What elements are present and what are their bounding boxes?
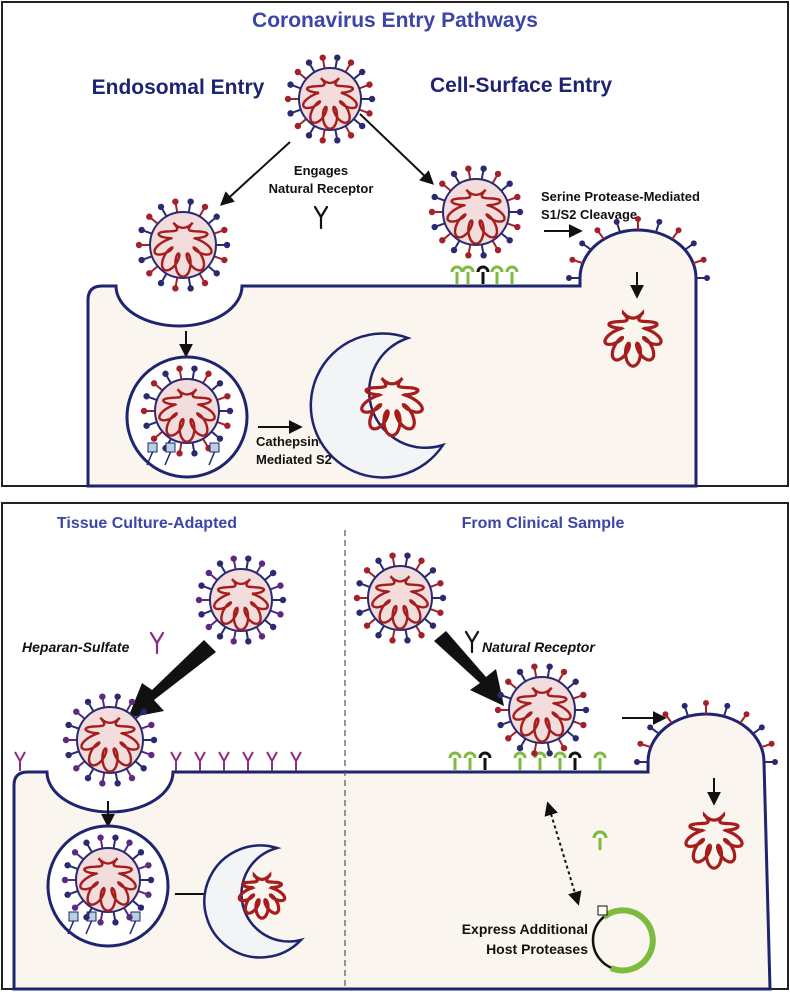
virus-icon <box>62 693 158 787</box>
fused-spike-row <box>566 216 710 281</box>
vesicle-receptors <box>146 442 220 466</box>
serine-label-line2: S1/S2 Cleavage <box>541 207 637 222</box>
virus-icon <box>284 54 376 144</box>
virus-icon <box>428 165 524 259</box>
top-panel: Coronavirus Entry Pathways Endosomal Ent… <box>1 1 789 488</box>
virus-icon <box>135 198 231 292</box>
serine-label-line1: Serine Protease-Mediated <box>541 189 700 204</box>
tissue-culture-heading: Tissue Culture-Adapted <box>57 515 237 532</box>
receptor-icon <box>313 205 329 230</box>
fused-spike-row <box>634 700 778 765</box>
cathepsin-label-line1: Cathepsin- <box>256 434 323 449</box>
virus-icon <box>494 663 590 757</box>
diagram-title: Coronavirus Entry Pathways <box>252 9 538 32</box>
arrow-icon <box>359 113 435 185</box>
express-proteases-line2: Host Proteases <box>486 941 588 957</box>
virus-icon <box>353 552 447 644</box>
heparan-sulfate-icon <box>149 631 165 655</box>
rna-genome-icon <box>684 811 744 870</box>
heparan-sulfate-row <box>14 751 302 771</box>
protease-plasmid-icon <box>591 905 656 974</box>
clinical-sample-heading: From Clinical Sample <box>462 515 625 532</box>
release-compartment <box>309 332 447 479</box>
receptor-cluster <box>450 265 519 284</box>
endosomal-entry-heading: Endosomal Entry <box>92 76 265 99</box>
virus-icon <box>195 555 287 645</box>
arrow-icon <box>434 631 504 706</box>
receptor-icon <box>464 630 480 654</box>
engages-label-line2: Natural Receptor <box>269 181 374 196</box>
heparan-sulfate-label: Heparan-Sulfate <box>22 639 130 655</box>
arrow-icon <box>128 640 216 718</box>
rna-genome-icon <box>603 309 663 368</box>
express-proteases-line1: Express Additional <box>462 921 588 937</box>
rna-genome-icon <box>360 376 424 438</box>
engages-label-line1: Engages <box>294 163 348 178</box>
receptor-cluster <box>448 751 607 770</box>
arrow-icon <box>219 141 291 206</box>
rna-genome-icon <box>237 871 287 920</box>
dotted-arrow-icon <box>544 801 582 906</box>
cell-surface-entry-heading: Cell-Surface Entry <box>430 74 612 97</box>
virus-icon <box>61 834 155 926</box>
bottom-cell-membrane <box>12 712 772 991</box>
bottom-panel: Tissue Culture-Adapted From Clinical Sam… <box>1 502 789 991</box>
virus-icon <box>140 365 234 457</box>
free-protease-icon <box>592 830 608 850</box>
natural-receptor-label: Natural Receptor <box>482 639 596 655</box>
vesicle-receptors <box>67 911 141 935</box>
